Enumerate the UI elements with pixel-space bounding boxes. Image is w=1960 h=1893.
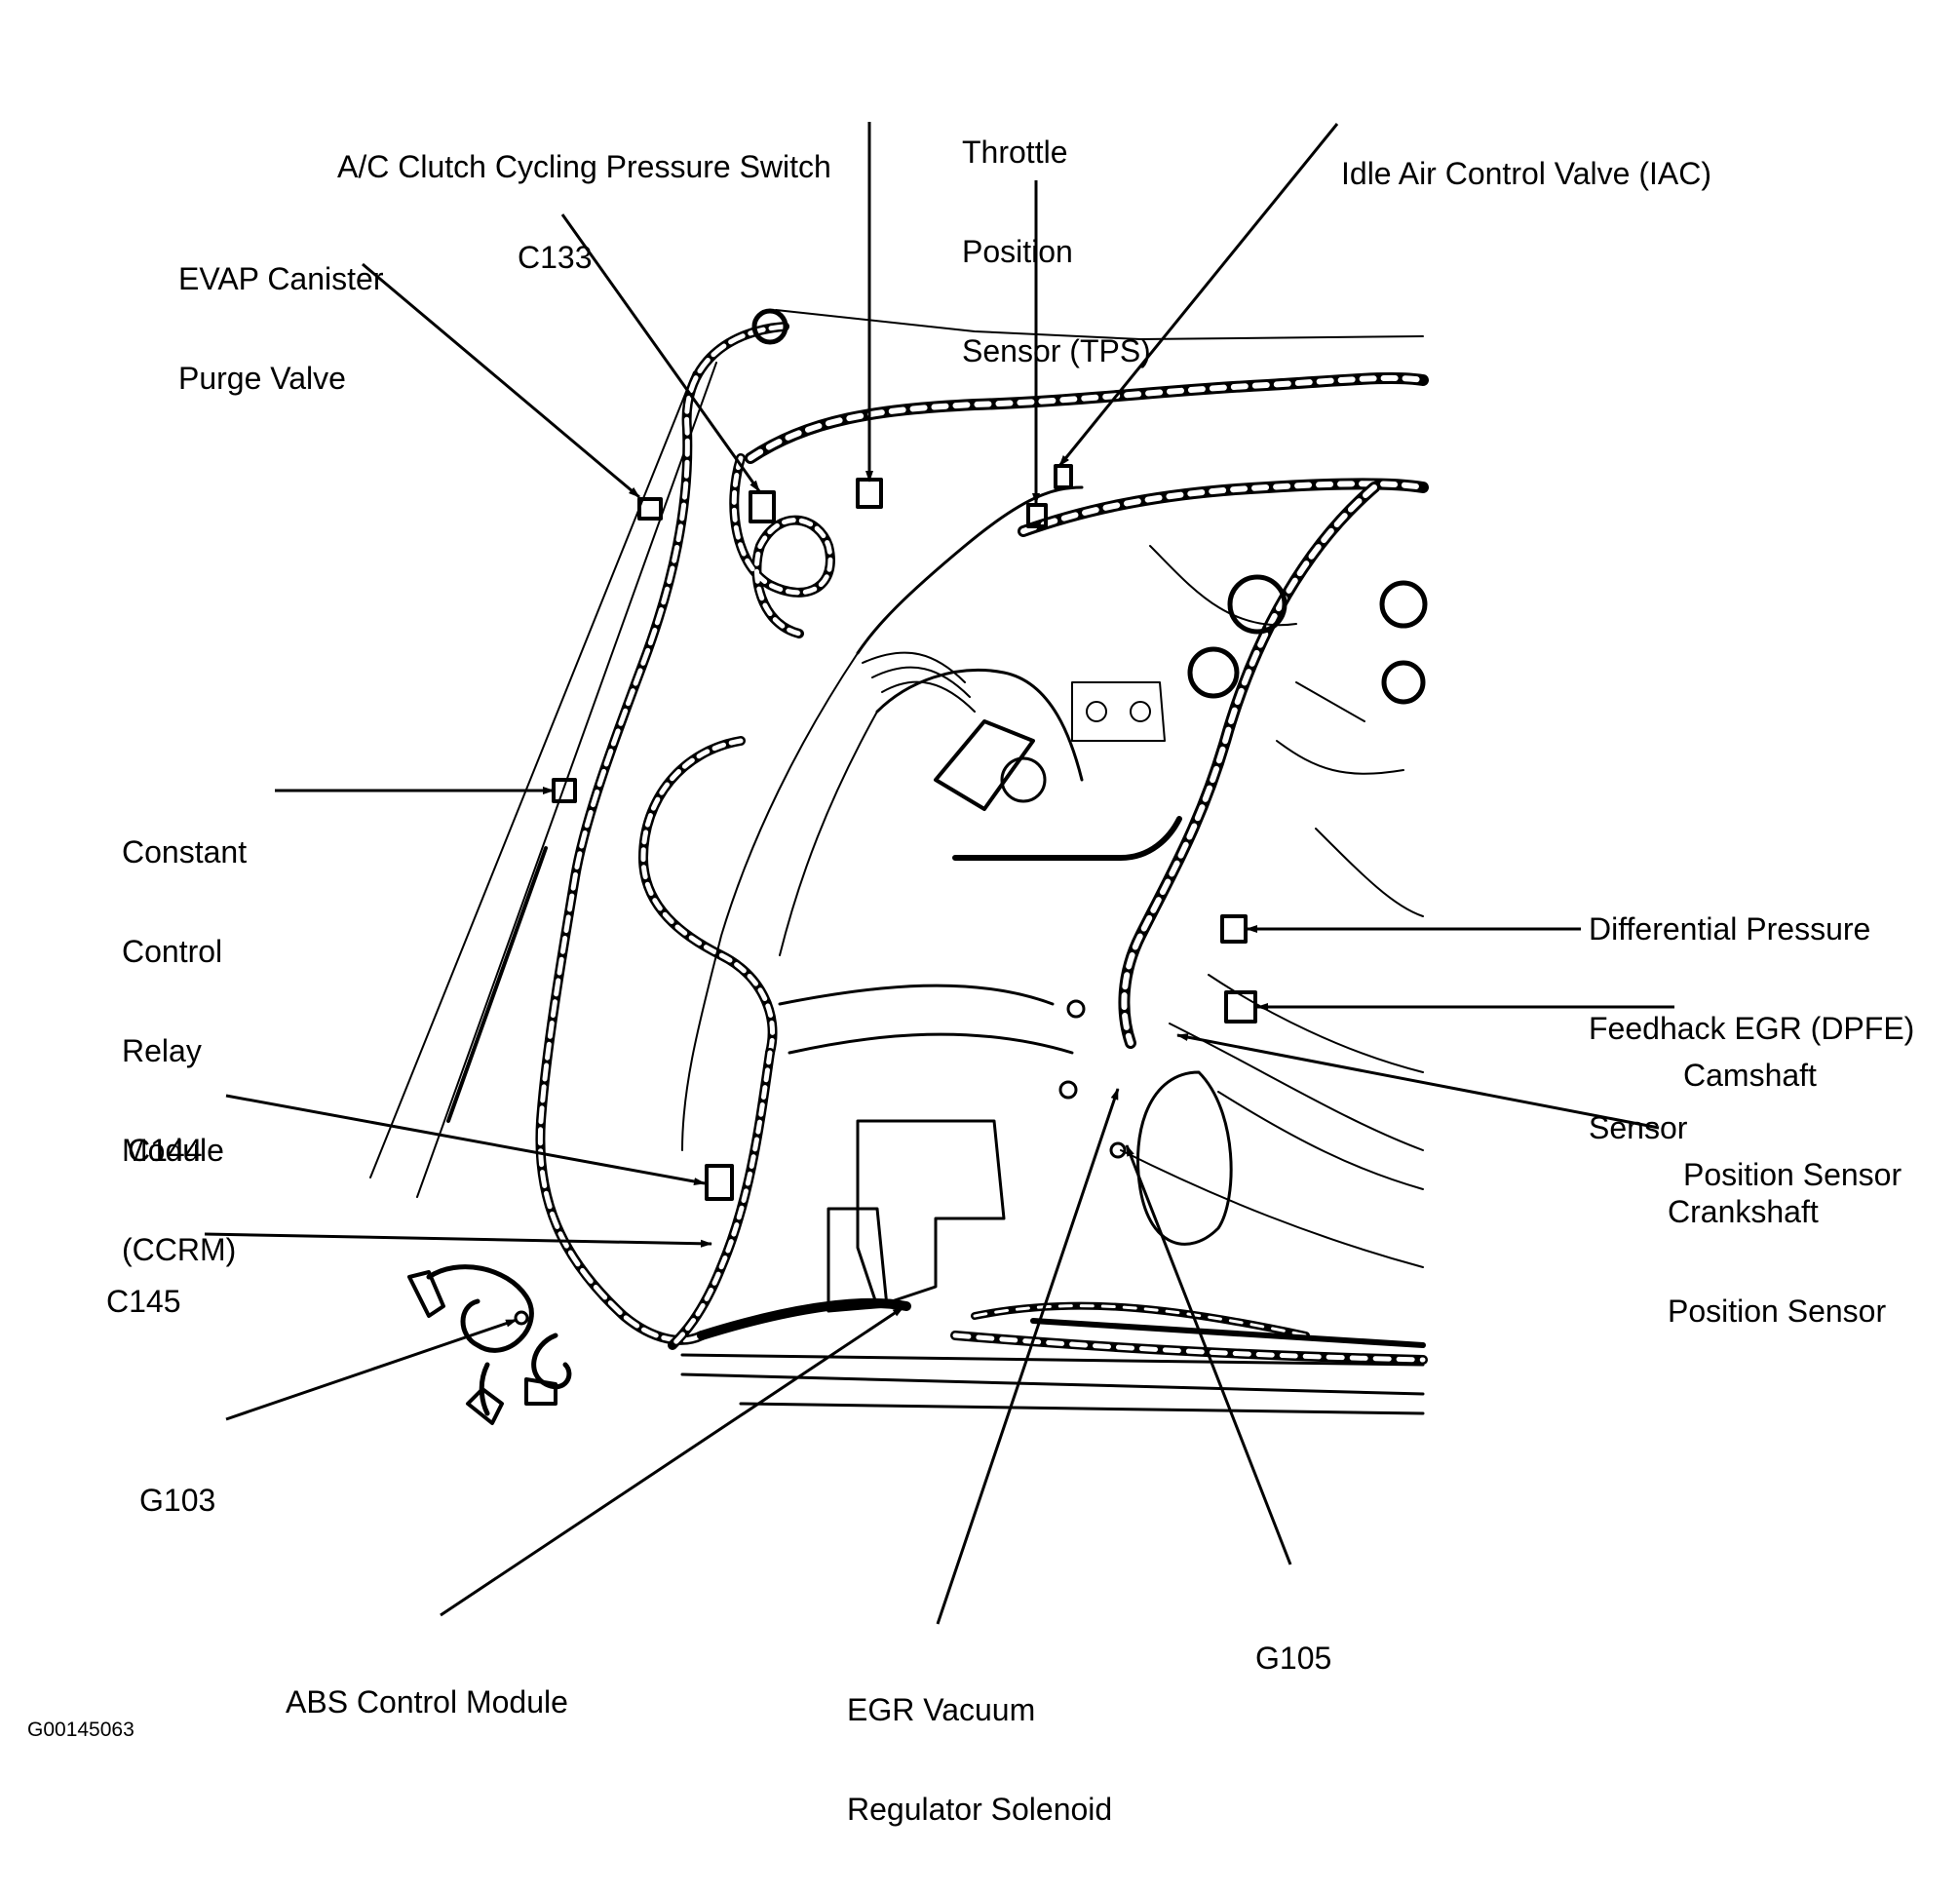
leader-line-c133 (560, 213, 761, 492)
hood-edge-line (775, 309, 1424, 340)
fender-line-3 (446, 846, 548, 1123)
coil-3 (1379, 580, 1428, 629)
label-c145: C145 (106, 1284, 181, 1319)
ground-harness-loops (426, 1264, 572, 1416)
figure-id: G00145063 (27, 1719, 135, 1741)
coil-4 (1381, 660, 1426, 705)
harness-loop-c133 (729, 453, 835, 638)
leader-line-c145 (204, 1232, 712, 1248)
label-constant-control-relay-module: Constant Control Relay Module (CCRM) (122, 834, 248, 1267)
coil-2 (1187, 646, 1240, 699)
crankshaft-pulley (1136, 1070, 1233, 1246)
label-dpfe-sensor: Differential Pressure Feedhack EGR (DPFE… (1589, 911, 1915, 1145)
radiator-support (680, 1353, 1425, 1415)
c133-connector (749, 490, 776, 523)
leader-line-abs-control-module (440, 1305, 904, 1617)
evap-valve-connector (637, 497, 663, 521)
leader-line-crankshaft-position-sensor (1176, 1033, 1660, 1130)
label-idle-air-control-valve: Idle Air Control Valve (IAC) (1341, 156, 1711, 191)
label-g105: G105 (1255, 1641, 1332, 1676)
front-fascia (856, 1119, 1006, 1308)
engine-compartment-drawing (204, 122, 1674, 1625)
intake-duct-ribs (862, 651, 976, 713)
label-ac-clutch-cycling-pressure-switch: A/C Clutch Cycling Pressure Switch (337, 149, 831, 184)
leader-line-g105 (1125, 1144, 1292, 1565)
throttle-cap (1000, 756, 1047, 803)
ground-connectors (407, 1270, 557, 1425)
vacuum-hose (952, 816, 1182, 861)
cmp-connector (1224, 990, 1257, 1024)
label-evap-canister-purge-valve: EVAP Canister Purge Valve (178, 261, 384, 396)
ground-g105-eyelet (1109, 1141, 1127, 1159)
abs-module-frame (826, 1207, 889, 1313)
label-egr-vacuum-regulator-solenoid: EGR Vacuum Regulator Solenoid (847, 1692, 1113, 1827)
intake-duct-body (681, 652, 859, 1151)
strut-tower-eyelet (751, 308, 788, 345)
fender-line-outer (369, 371, 695, 1178)
stud-eyelet-2 (1058, 1080, 1078, 1100)
harness-bottom-right-2 (971, 1301, 1310, 1339)
label-throttle-position-sensor: Throttle Position Sensor (TPS) (962, 135, 1151, 368)
ccrm-connector (552, 778, 577, 803)
leader-line-g103 (225, 1318, 518, 1421)
coil-1 (1227, 574, 1287, 635)
label-abs-control-module: ABS Control Module (286, 1684, 568, 1719)
tps-connector (1026, 503, 1048, 528)
label-crankshaft-position-sensor: Crankshaft Position Sensor (1668, 1194, 1887, 1329)
label-camshaft-position-sensor: Camshaft Position Sensor (1683, 1058, 1902, 1192)
leader-line-evap-canister-purge-valve (362, 262, 640, 499)
engine-bracket (1071, 681, 1166, 742)
leader-line-idle-air-control-valve (1057, 123, 1339, 467)
intake-duct-upper (856, 485, 1084, 655)
label-c133: C133 (518, 240, 593, 275)
intake-duct-lower (875, 668, 1084, 782)
dpfe-connector (1220, 914, 1248, 944)
stud-eyelet-1 (1066, 999, 1086, 1019)
leader-line-c144 (225, 1094, 706, 1185)
label-g103: G103 (139, 1483, 216, 1518)
ground-g103-eyelet (514, 1310, 529, 1326)
ac-switch-connector (856, 478, 883, 509)
diagram-canvas: A/C Clutch Cycling Pressure Switch EVAP … (27, 122, 1915, 1826)
leader-line-egr-vacuum-regulator-solenoid (936, 1088, 1120, 1625)
label-c144: C144 (128, 1133, 203, 1168)
harness-right-vertical (1118, 482, 1380, 1049)
throttle-body (934, 719, 1035, 811)
iac-connector (1054, 464, 1073, 489)
frame-rail (1030, 1318, 1426, 1348)
engine-contours (1120, 545, 1424, 1268)
c144-connector (705, 1164, 734, 1201)
